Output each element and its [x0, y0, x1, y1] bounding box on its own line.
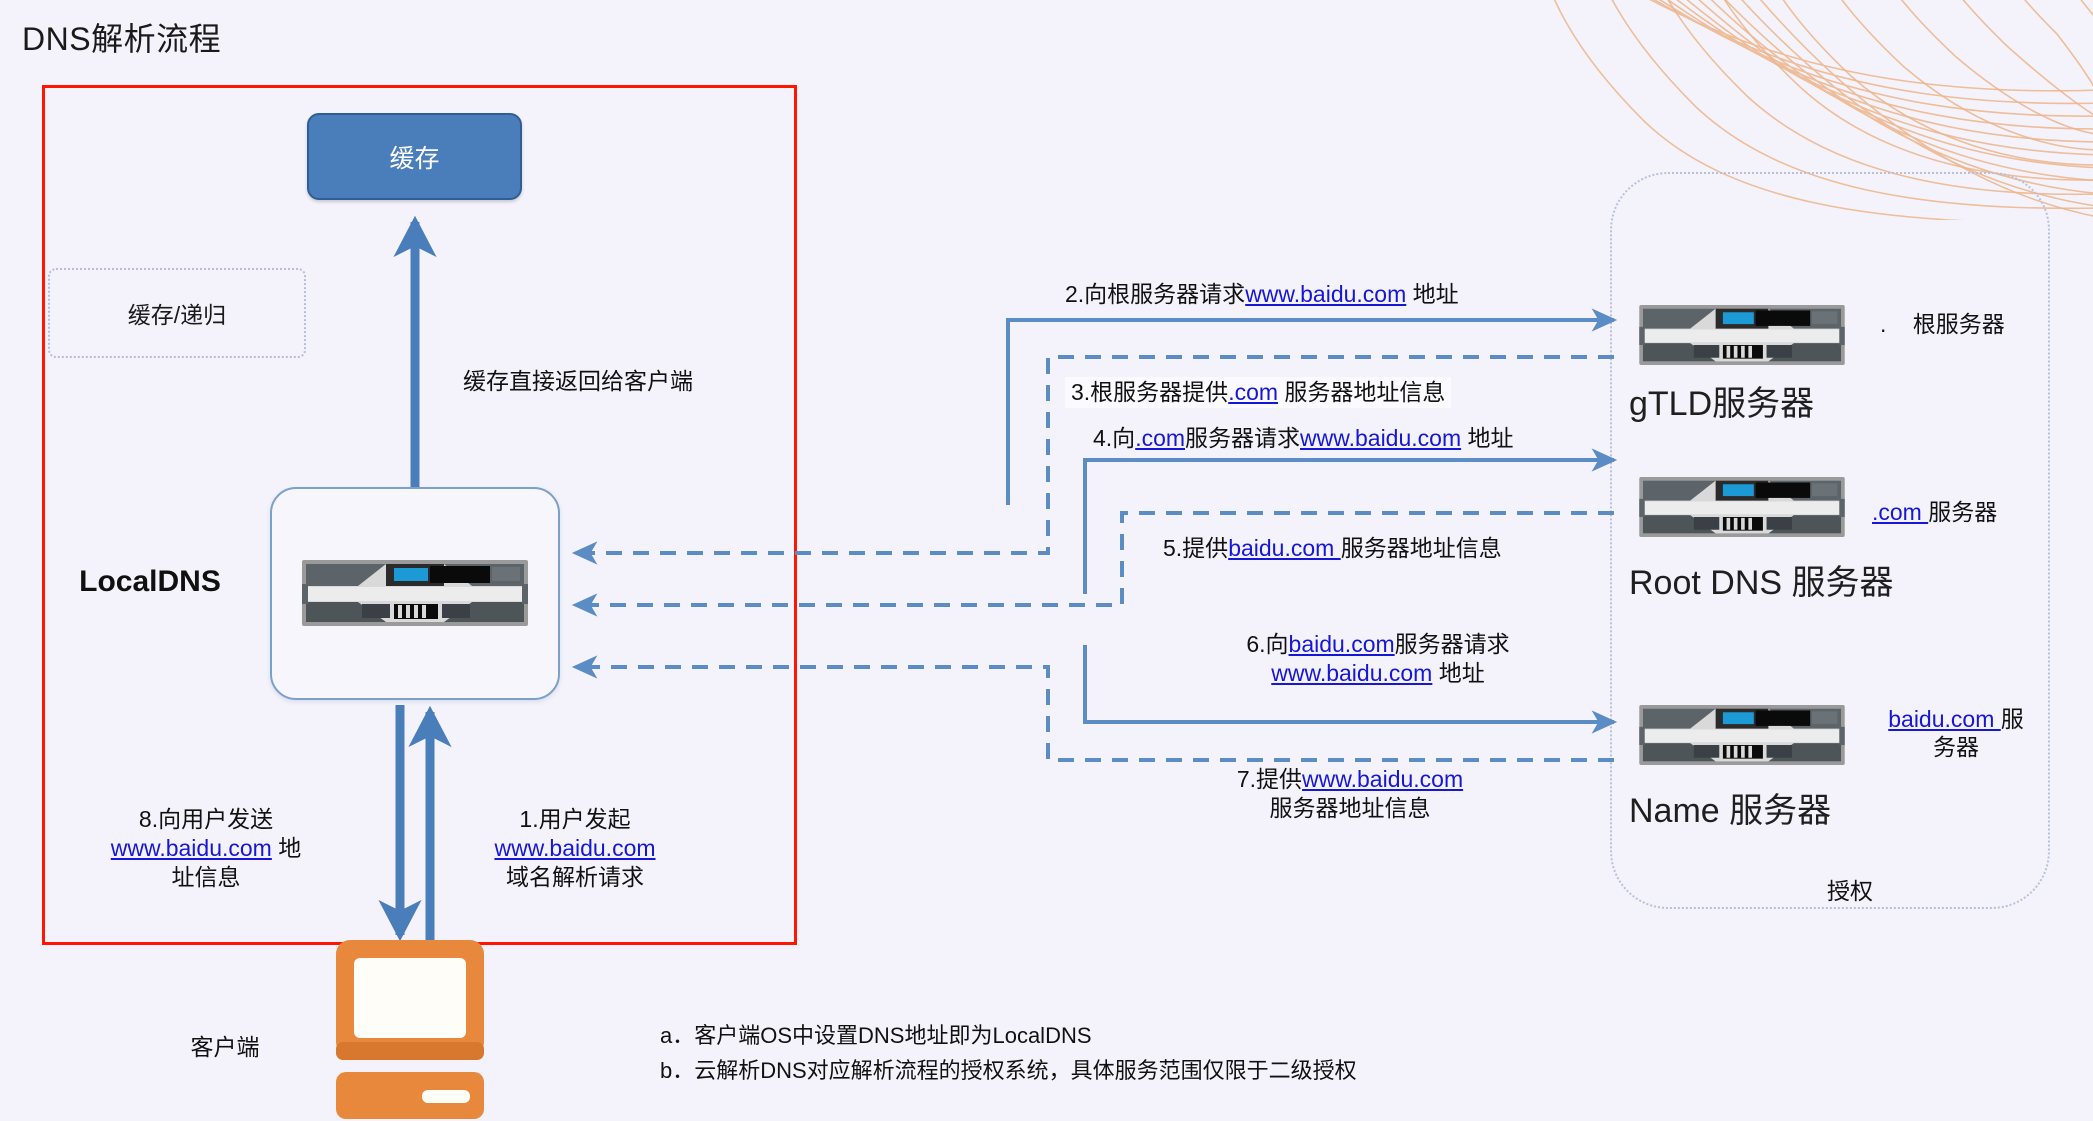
gtld-server-link[interactable]: .com — [1872, 499, 1929, 525]
step-6-pre: 6.向 — [1246, 631, 1289, 657]
step-7-link[interactable]: www.baidu.com — [1302, 766, 1464, 792]
step-3-post: 服务器地址信息 — [1278, 379, 1446, 405]
gtld-server-side-label: .com 服务器 — [1872, 498, 1997, 526]
step-4-post: 地址 — [1461, 425, 1514, 451]
gtld-section-label: gTLD服务器 — [1629, 385, 1815, 423]
step-7-label: 7.提供www.baidu.com 服务器地址信息 — [1150, 765, 1550, 823]
name-server-side-label-tail: 服 — [2000, 706, 2024, 732]
cache-box-label: 缓存 — [389, 144, 440, 173]
root-server-side-label: . 根服务器 — [1880, 310, 2005, 338]
step-6-link[interactable]: baidu.com — [1288, 631, 1395, 657]
gtld-server-rack-icon — [1639, 477, 1845, 537]
step-6-label: 6.向baidu.com服务器请求 www.baidu.com 地址 — [1178, 630, 1578, 688]
root-dns-section-label: Root DNS 服务器 — [1629, 564, 1894, 602]
root-server-dot: . — [1880, 311, 1887, 337]
step-7-pre: 7.提供 — [1236, 766, 1303, 792]
cache-recursive-callout-label: 缓存/递归 — [127, 302, 227, 328]
step-4-label: 4.向.com服务器请求www.baidu.com 地址 — [1093, 424, 1514, 453]
step-1-line3: 域名解析请求 — [506, 863, 644, 890]
name-server-side-label: baidu.com 服 务器 — [1866, 705, 2046, 761]
step-8-link[interactable]: www.baidu.com — [110, 834, 272, 861]
root-server-side-label-text: 根服务器 — [1912, 311, 2005, 337]
page-title: DNS解析流程 — [22, 21, 222, 57]
name-server-rack-icon — [1639, 705, 1845, 765]
step-1-link[interactable]: www.baidu.com — [494, 834, 656, 861]
footnote-b: b．云解析DNS对应解析流程的授权系统，具体服务范围仅限于二级授权 — [660, 1058, 1357, 1084]
footnote-a: a．客户端OS中设置DNS地址即为LocalDNS — [660, 1023, 1092, 1048]
arrow-step-4 — [1083, 448, 1618, 594]
step-6-link-2[interactable]: www.baidu.com — [1271, 659, 1433, 686]
name-server-side-label-line2: 务器 — [1933, 734, 1979, 761]
step-2-label: 2.向根服务器请求www.baidu.com 地址 — [1065, 280, 1459, 309]
name-section-label: Name 服务器 — [1629, 792, 1832, 830]
client-computer-icon — [336, 940, 484, 1119]
client-label: 客户端 — [190, 1034, 260, 1060]
cache-box[interactable]: 缓存 — [307, 113, 522, 200]
step-4-link-2[interactable]: www.baidu.com — [1300, 425, 1462, 451]
step-8-line3: 址信息 — [171, 863, 241, 890]
root-server-rack-icon — [1639, 305, 1845, 365]
step-7-line2: 服务器地址信息 — [1269, 794, 1431, 821]
step-6-line2-post: 地址 — [1432, 659, 1485, 686]
step-8-line1: 8.向用户发送 — [138, 806, 274, 832]
step-4-link[interactable]: .com — [1135, 425, 1186, 451]
authority-footer-label: 授权 — [1827, 878, 1873, 904]
arrow-step-2 — [1006, 308, 1618, 505]
step-2-pre: 2.向根服务器请求 — [1065, 281, 1246, 307]
step-5-label: 5.提供baidu.com 服务器地址信息 — [1163, 534, 1502, 563]
step-8-post: 地 — [271, 834, 302, 861]
step-6-post: 服务器请求 — [1394, 631, 1510, 657]
step-2-link[interactable]: www.baidu.com — [1245, 281, 1407, 307]
localdns-server-rack-icon — [302, 560, 528, 626]
step-5-pre: 5.提供 — [1163, 535, 1229, 561]
cache-return-label: 缓存直接返回给客户端 — [463, 368, 693, 394]
step-1-line1: 1.用户发起 — [519, 806, 631, 832]
step-1-label: 1.用户发起 www.baidu.com 域名解析请求 — [455, 805, 695, 891]
step-4-pre: 4.向 — [1093, 425, 1136, 451]
step-4-mid: 服务器请求 — [1185, 425, 1301, 451]
step-3-pre: 3.根服务器提供 — [1071, 379, 1229, 405]
step-3-link[interactable]: .com — [1228, 379, 1279, 405]
gtld-server-side-label-tail: 服务器 — [1928, 499, 1998, 525]
step-3-label: 3.根服务器提供.com 服务器地址信息 — [1065, 377, 1452, 408]
cache-recursive-callout — [48, 268, 306, 358]
localdns-label: LocalDNS — [79, 565, 221, 598]
step-2-post: 地址 — [1406, 281, 1459, 307]
step-5-link[interactable]: baidu.com — [1228, 535, 1341, 561]
step-8-label: 8.向用户发送 www.baidu.com 地 址信息 — [75, 805, 337, 891]
footnotes: a．客户端OS中设置DNS地址即为LocalDNS b．云解析DNS对应解析流程… — [660, 1018, 1357, 1088]
step-5-post: 服务器地址信息 — [1340, 535, 1502, 561]
name-server-link[interactable]: baidu.com — [1888, 706, 2001, 732]
